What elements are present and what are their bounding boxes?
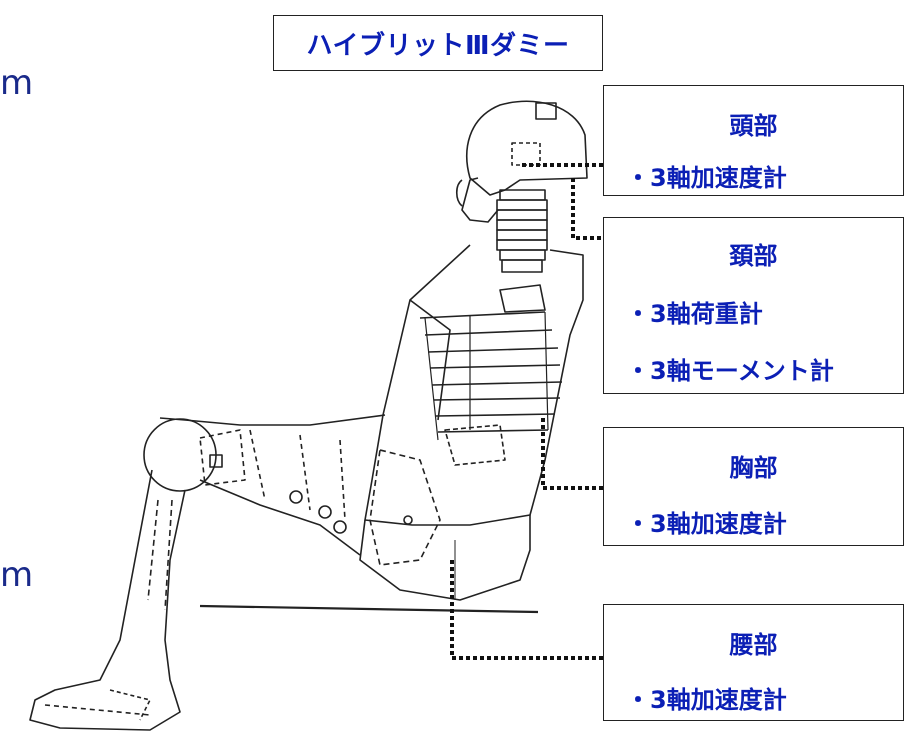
- head-heading: 頭部: [729, 112, 778, 140]
- head-label-box: 頭部 ・3軸加速度計: [603, 85, 904, 196]
- diagram-title: ハイブリットⅢダミー: [306, 30, 570, 61]
- head-sensor-item: ・3軸加速度計: [626, 164, 787, 192]
- chest-heading: 胸部: [729, 454, 778, 482]
- title-box: ハイブリットⅢダミー: [273, 15, 603, 71]
- waist-heading: 腰部: [729, 631, 778, 659]
- side-letter-top: m: [0, 63, 34, 103]
- waist-label-box: 腰部 ・3軸加速度計: [603, 604, 904, 721]
- chest-sensor-item: ・3軸加速度計: [626, 510, 787, 538]
- waist-sensor-item: ・3軸加速度計: [626, 686, 787, 714]
- side-letter-bottom: m: [0, 555, 34, 595]
- neck-heading: 頚部: [729, 242, 778, 270]
- neck-label-box: 頚部 ・3軸荷重計 ・3軸モーメント計: [603, 217, 904, 394]
- neck-sensor-item-moment: ・3軸モーメント計: [626, 357, 834, 385]
- neck-sensor-item-load: ・3軸荷重計: [626, 300, 763, 328]
- chest-label-box: 胸部 ・3軸加速度計: [603, 427, 904, 546]
